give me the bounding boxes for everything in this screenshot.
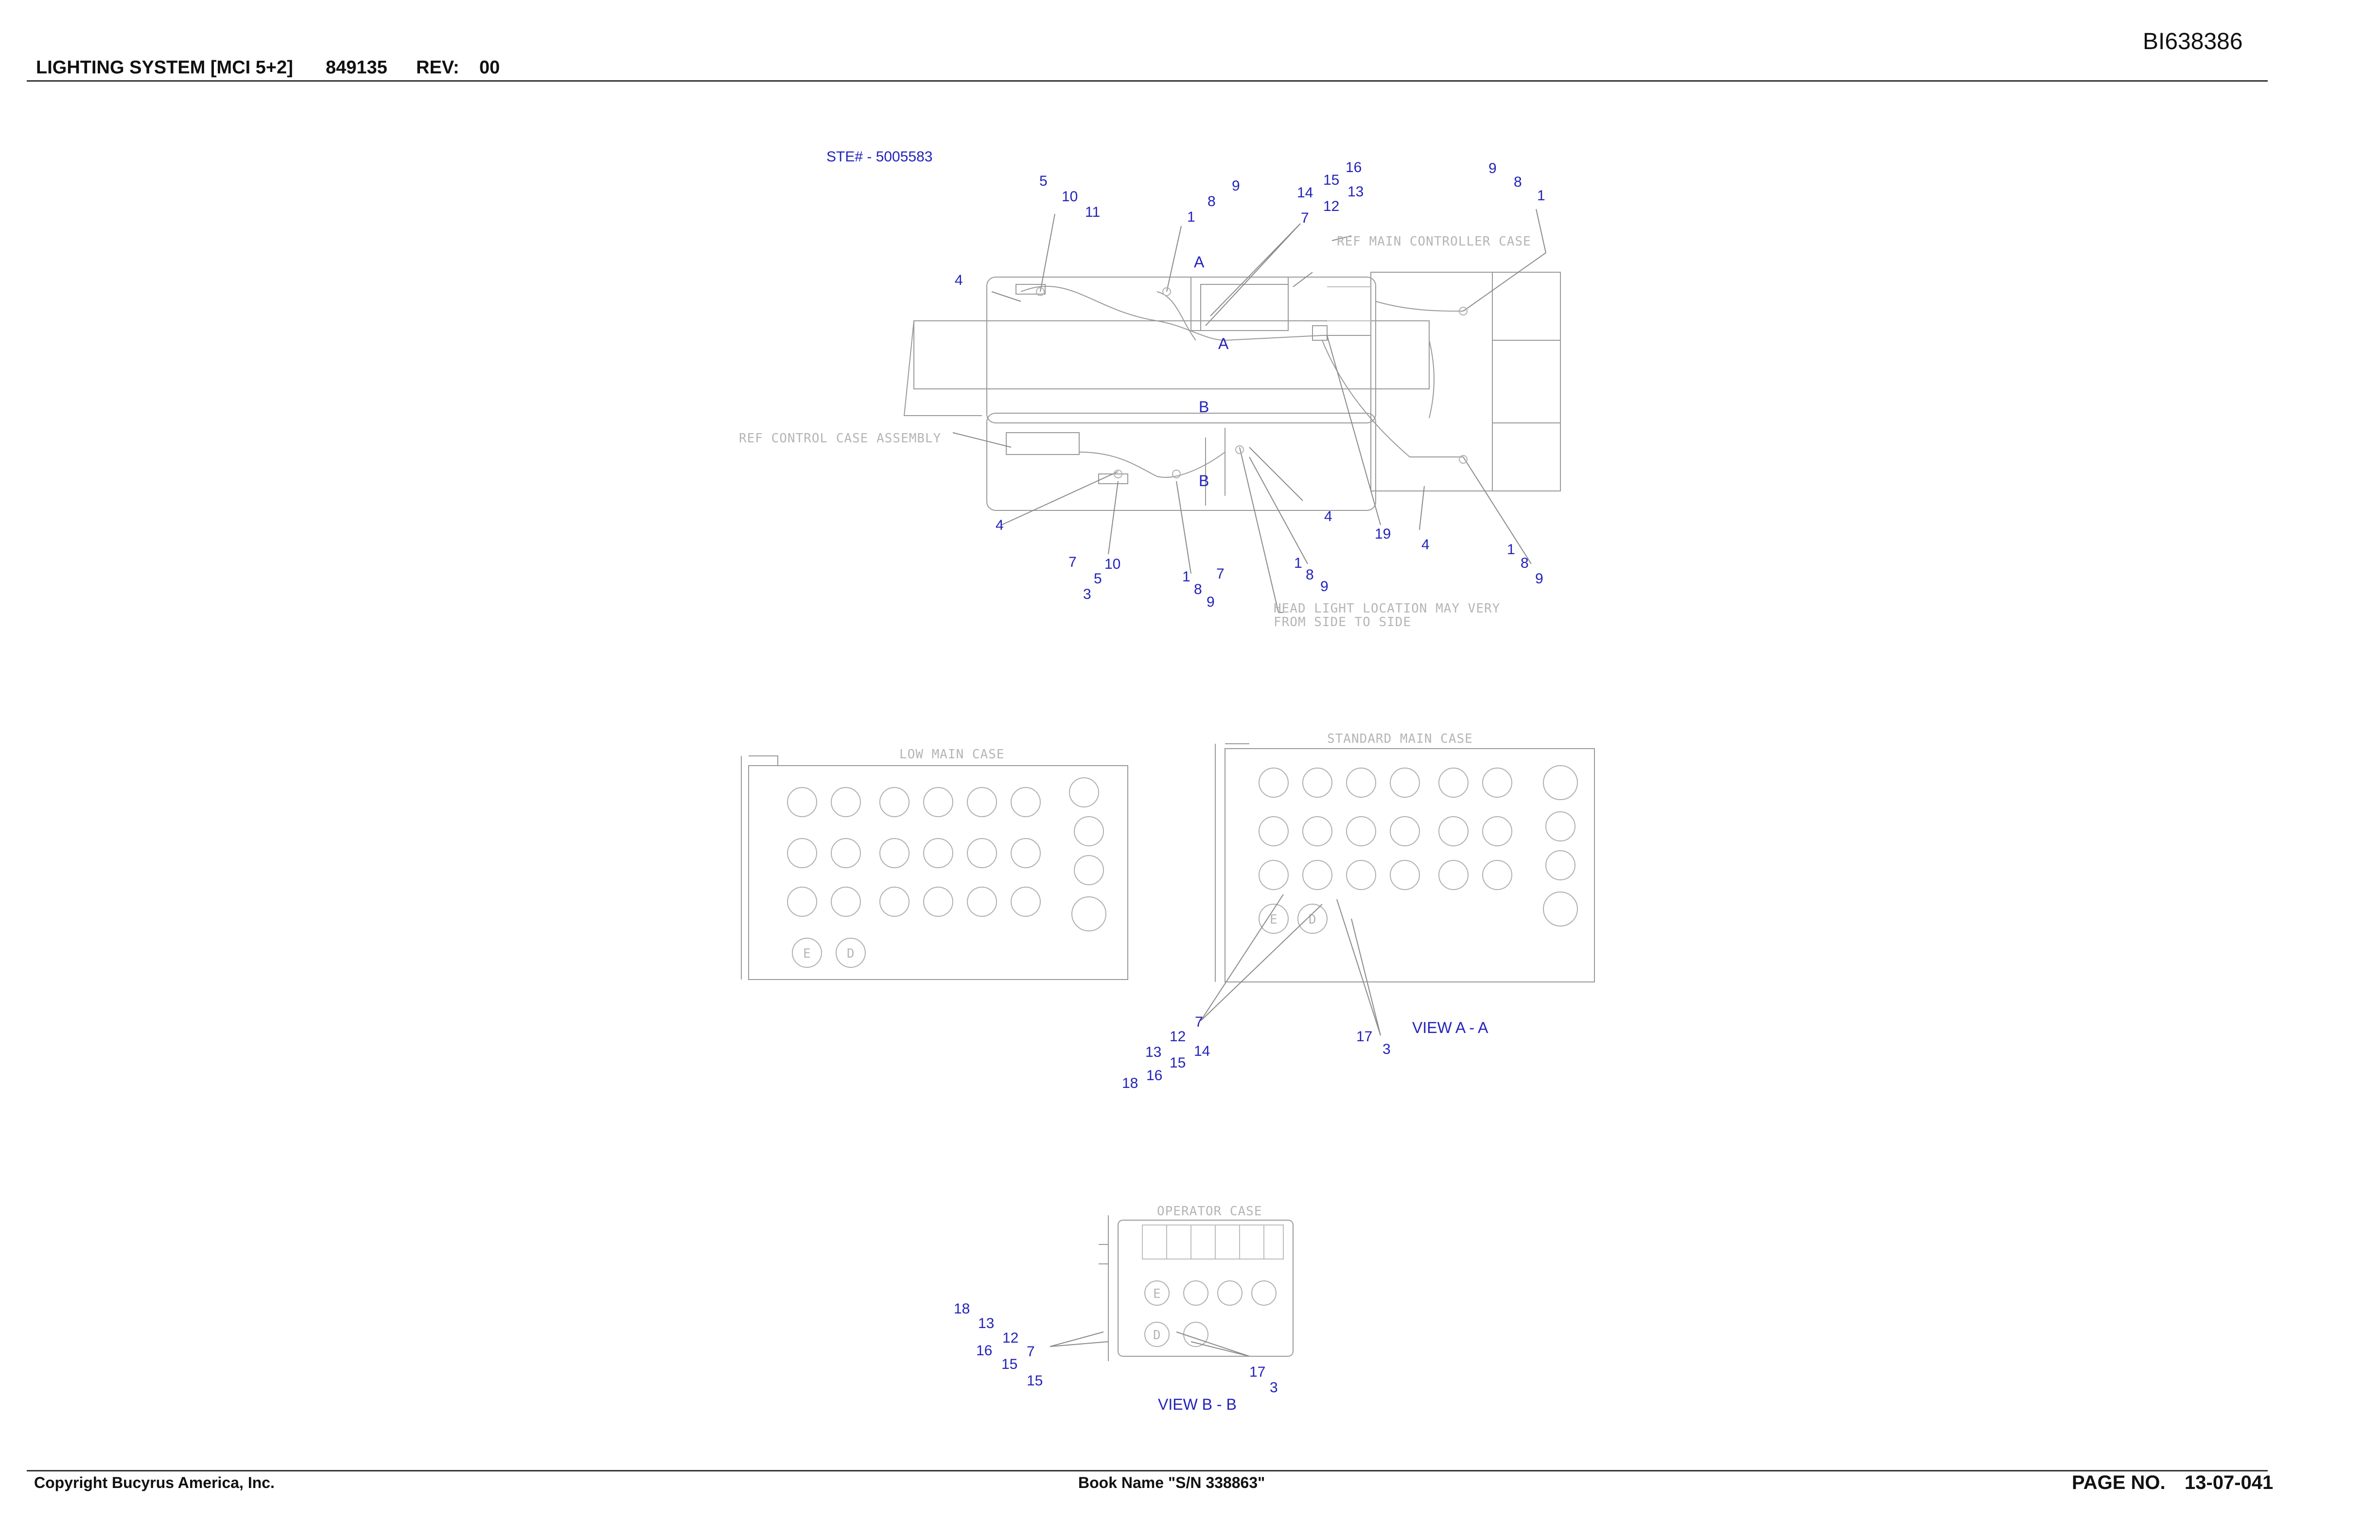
svg-text:D: D bbox=[1153, 1328, 1161, 1343]
callout: 8 bbox=[1306, 567, 1314, 583]
note-headlight-line-1: HEAD LIGHT LOCATION MAY VERY bbox=[1274, 601, 1500, 616]
callout: 1 bbox=[1182, 569, 1190, 585]
header-rule bbox=[27, 80, 2268, 82]
svg-text:D: D bbox=[847, 946, 855, 961]
header-title: LIGHTING SYSTEM [MCI 5+2] bbox=[36, 57, 293, 78]
callout: 7 bbox=[1195, 1014, 1203, 1030]
view-b-b-label: VIEW B - B bbox=[1158, 1396, 1237, 1413]
note-main-controller-case: REF MAIN CONTROLLER CASE bbox=[1337, 234, 1531, 249]
part-number: 849135 bbox=[326, 57, 387, 78]
callout: 9 bbox=[1232, 178, 1240, 194]
label-operator-case: OPERATOR CASE bbox=[1157, 1204, 1262, 1219]
callout: 16 bbox=[1146, 1068, 1162, 1084]
callouts-view-a: 7 12 14 13 15 16 18 17 3 bbox=[1122, 1014, 1391, 1091]
callout: 7 bbox=[1027, 1344, 1035, 1360]
callout: 1 bbox=[1294, 555, 1302, 571]
rev-value: 00 bbox=[479, 57, 500, 78]
drawing-title: LIGHTING SYSTEM [MCI 5+2] bbox=[36, 57, 293, 78]
document-id: BI638386 bbox=[2143, 29, 2243, 54]
svg-text:E: E bbox=[1153, 1287, 1161, 1301]
callout: 8 bbox=[1208, 193, 1216, 210]
label-standard-main-case: STANDARD MAIN CASE bbox=[1327, 732, 1473, 746]
section-marker-b-top: B bbox=[1199, 398, 1209, 416]
callout: 14 bbox=[1194, 1043, 1210, 1059]
book-name: Book Name "S/N 338863" bbox=[1078, 1474, 1265, 1491]
footer-rule bbox=[27, 1470, 2268, 1471]
ste-label: STE# - 5005583 bbox=[826, 149, 932, 165]
callout: 15 bbox=[1323, 172, 1339, 188]
label-low-main-case: LOW MAIN CASE bbox=[899, 747, 1005, 762]
copyright-text: Copyright Bucyrus America, Inc. bbox=[34, 1474, 275, 1491]
top-assembly-view bbox=[903, 209, 1561, 613]
callout: 13 bbox=[978, 1315, 994, 1331]
svg-text:E: E bbox=[803, 946, 811, 961]
callout: 1 bbox=[1507, 542, 1515, 558]
note-control-case-assembly: REF CONTROL CASE ASSEMBLY bbox=[739, 431, 941, 446]
callout: 15 bbox=[1027, 1373, 1043, 1389]
callout: 4 bbox=[996, 517, 1004, 533]
view-a-a-label: VIEW A - A bbox=[1412, 1019, 1488, 1036]
callout: 4 bbox=[1421, 537, 1430, 553]
svg-text:D: D bbox=[1309, 912, 1317, 927]
callout: 10 bbox=[1062, 189, 1078, 205]
callout: 5 bbox=[1094, 571, 1102, 587]
callout: 8 bbox=[1521, 555, 1529, 571]
callout: 15 bbox=[1170, 1055, 1186, 1071]
callout: 18 bbox=[1122, 1075, 1138, 1091]
callout: 5 bbox=[1039, 173, 1048, 189]
rev-label: REV: bbox=[416, 57, 459, 78]
section-marker-a-bottom: A bbox=[1218, 335, 1229, 352]
callout: 18 bbox=[954, 1301, 970, 1317]
page-number-value: 13-07-041 bbox=[2185, 1472, 2274, 1493]
callout: 7 bbox=[1068, 554, 1077, 570]
callout: 7 bbox=[1216, 566, 1225, 582]
callout: 10 bbox=[1104, 556, 1120, 572]
callout: 9 bbox=[1320, 578, 1329, 595]
callout: 12 bbox=[1323, 198, 1339, 214]
callout: 13 bbox=[1145, 1044, 1161, 1060]
svg-text:E: E bbox=[1270, 912, 1278, 927]
callout: 12 bbox=[1170, 1029, 1186, 1045]
callouts-view-b: 18 13 12 16 15 7 15 17 3 bbox=[954, 1301, 1278, 1396]
callout: 3 bbox=[1083, 586, 1091, 602]
callout: 1 bbox=[1537, 188, 1545, 204]
section-marker-a-top: A bbox=[1194, 253, 1205, 271]
low-main-case-drawing: E D bbox=[741, 755, 1128, 980]
callout: 11 bbox=[1085, 204, 1100, 220]
callout: 8 bbox=[1514, 174, 1522, 190]
callout: 19 bbox=[1375, 526, 1391, 542]
section-marker-b-bottom: B bbox=[1199, 472, 1209, 490]
callout: 4 bbox=[1324, 508, 1332, 525]
standard-main-case-drawing: E D bbox=[1200, 743, 1595, 1036]
callout: 7 bbox=[1301, 210, 1309, 226]
callout: 16 bbox=[976, 1343, 992, 1359]
callout: 3 bbox=[1382, 1041, 1391, 1057]
callout: 13 bbox=[1348, 184, 1364, 200]
callout: 9 bbox=[1207, 594, 1215, 610]
callout: 16 bbox=[1346, 159, 1362, 175]
callout: 9 bbox=[1488, 160, 1497, 176]
callout: 15 bbox=[1001, 1356, 1017, 1372]
callout: 9 bbox=[1535, 571, 1543, 587]
callout: 17 bbox=[1356, 1029, 1372, 1045]
callout: 14 bbox=[1297, 185, 1313, 201]
note-headlight-line-2: FROM SIDE TO SIDE bbox=[1274, 615, 1411, 630]
callout: 3 bbox=[1270, 1380, 1278, 1396]
callout: 8 bbox=[1194, 581, 1202, 597]
page-number-label: PAGE NO. bbox=[2072, 1472, 2166, 1493]
callout: 1 bbox=[1187, 209, 1195, 225]
operator-case-drawing: E D bbox=[1050, 1215, 1294, 1361]
callouts-top-assembly: 5 10 11 1 8 9 14 15 16 12 13 7 9 8 1 4 4… bbox=[955, 159, 1545, 610]
callout: 12 bbox=[1002, 1330, 1018, 1346]
callout: 4 bbox=[955, 272, 963, 288]
callout: 17 bbox=[1249, 1364, 1265, 1380]
